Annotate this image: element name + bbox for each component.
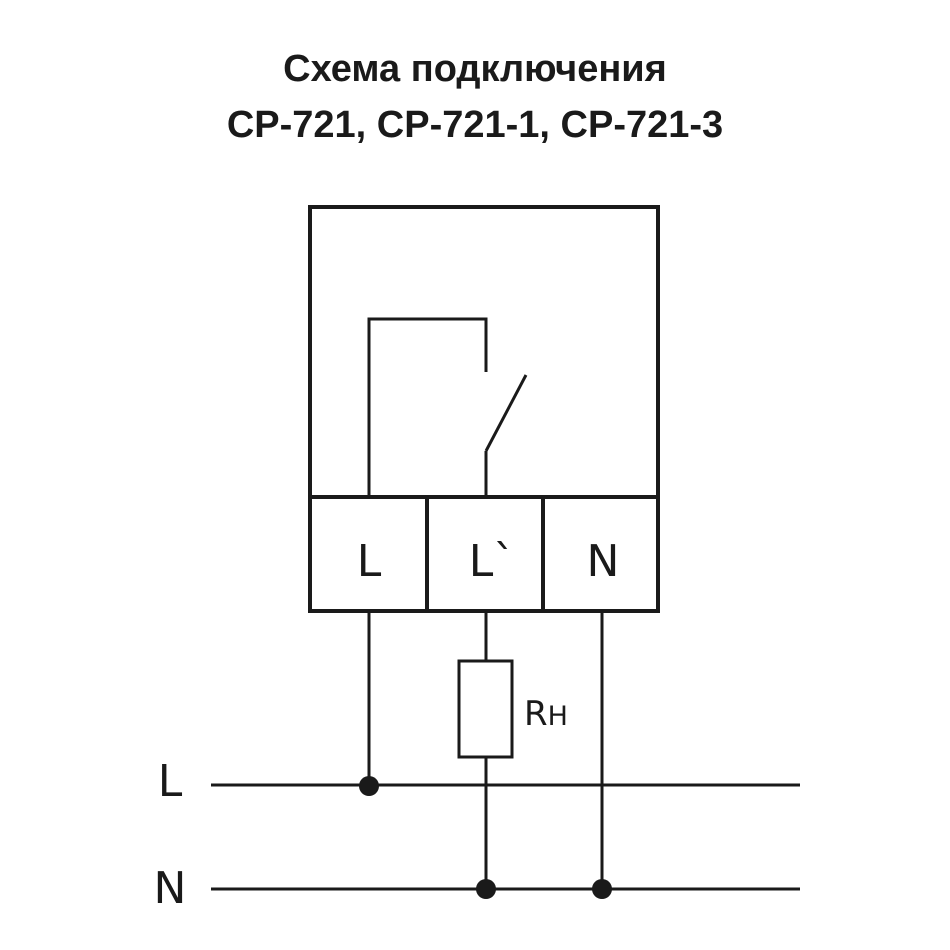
diagram-title-line2: CP-721, CP-721-1, CP-721-3 [226,104,724,146]
junction-dot-l [359,776,379,796]
junction-dot-terminal-n [592,879,612,899]
load-label-sub: H [548,701,568,732]
relay-contact-blade [484,374,528,452]
load-resistor [457,659,514,759]
terminal-label-l: L [357,536,382,587]
mains-label-l: L [158,756,183,807]
device-housing [308,205,660,613]
mains-label-n: N [154,863,187,914]
internal-wire-l [367,317,488,497]
load-label: RH [524,694,568,734]
diagram-title-line1: Схема подключения [283,48,667,90]
junction-dot-load-n [476,879,496,899]
terminal-label-n: N [587,536,620,587]
terminal-label-l-prime: L` [469,536,516,587]
load-label-main: R [524,694,548,734]
